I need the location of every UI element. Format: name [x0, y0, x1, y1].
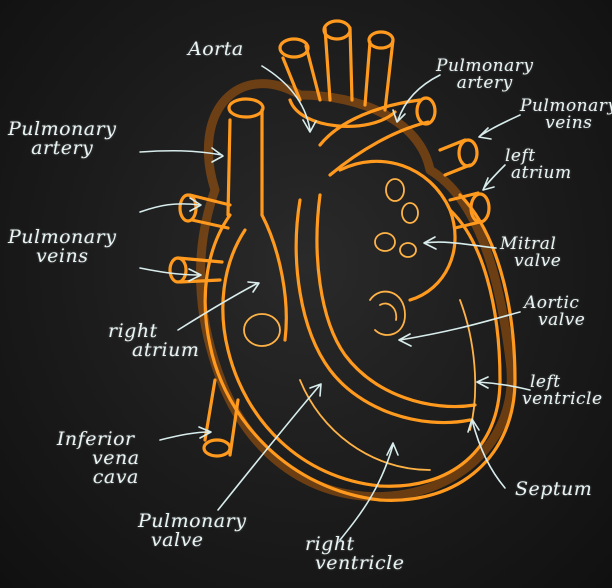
label-aortic-valve: Aortic valve [524, 295, 585, 329]
heart-glow [201, 84, 512, 497]
label-inferior-vena-cava: Inferior vena cava [52, 430, 140, 487]
label-pulmonary-artery-left: Pulmonary artery [8, 120, 116, 158]
superior-vena-cava-shape [228, 99, 263, 215]
label-aorta: Aorta [188, 40, 244, 59]
label-pulmonary-veins-left: Pulmonary veins [8, 228, 116, 266]
label-mitral-valve: Mitral valve [500, 236, 561, 270]
label-septum: Septum [515, 480, 592, 499]
label-left-ventricle: left ventricle [530, 374, 603, 408]
heart-internal-details [244, 179, 475, 470]
label-right-ventricle: right ventricle [305, 535, 404, 573]
label-right-atrium: right atrium [108, 322, 199, 360]
label-pulmonary-artery-top: Pulmonary artery [436, 58, 534, 92]
label-pulmonary-veins-right: Pulmonary veins [520, 98, 612, 132]
label-pulmonary-valve: Pulmonary valve [138, 512, 246, 550]
label-left-atrium: left atrium [505, 148, 572, 182]
